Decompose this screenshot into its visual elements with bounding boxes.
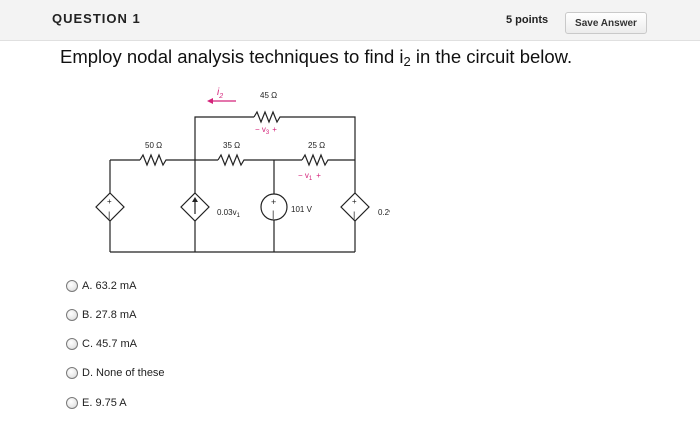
current-arrow-head <box>192 197 198 202</box>
answer-label: C. 45.7 mA <box>82 338 138 350</box>
label-v1: − v1+ <box>298 171 321 182</box>
resistor-50-zigzag <box>139 153 168 167</box>
label-45-ohm: 45 Ω <box>260 91 277 100</box>
minus-left: | <box>108 210 110 220</box>
answer-label: A. 63.2 mA <box>82 280 137 292</box>
plus-vsource: + <box>271 197 276 207</box>
question-text: Employ nodal analysis techniques to find… <box>60 46 572 69</box>
wire-top-right <box>282 116 356 160</box>
question-text-sub: 2 <box>403 54 411 69</box>
resistor-35-zigzag <box>217 153 246 167</box>
label-v3: − v3+ <box>255 125 277 136</box>
label-i2: i2 <box>217 87 223 100</box>
question-text-post: in the circuit below. <box>410 46 573 67</box>
radio-button[interactable] <box>66 397 78 409</box>
label-50-ohm: 50 Ω <box>145 141 162 150</box>
i2-arrow-head <box>207 98 213 104</box>
answer-option-b[interactable]: B. 27.8 mA <box>66 309 136 321</box>
answer-label: D. None of these <box>82 367 165 379</box>
wire-top-left <box>194 116 254 160</box>
question-header: QUESTION 1 5 points Save Answer <box>0 0 700 41</box>
resistor-45-zigzag <box>253 110 282 124</box>
circuit-diagram: 45 Ω 50 Ω 35 Ω 25 Ω i2 − v3+ − v1+ + | +… <box>95 87 390 253</box>
answer-option-c[interactable]: C. 45.7 mA <box>66 338 137 350</box>
dependent-voltage-source-left <box>95 192 125 222</box>
answer-option-a[interactable]: A. 63.2 mA <box>66 280 136 292</box>
radio-button[interactable] <box>66 309 78 321</box>
radio-button[interactable] <box>66 338 78 350</box>
label-35-ohm: 35 Ω <box>223 141 240 150</box>
label-25-ohm: 25 Ω <box>308 141 325 150</box>
answer-option-d[interactable]: D. None of these <box>66 367 165 379</box>
answer-label: E. 9.75 A <box>82 397 127 409</box>
minus-vsource: | <box>272 209 274 219</box>
plus-left: + <box>107 197 112 206</box>
question-text-pre: Employ nodal analysis techniques to find… <box>60 46 404 67</box>
answer-option-e[interactable]: E. 9.75 A <box>66 397 127 409</box>
radio-button[interactable] <box>66 367 78 379</box>
label-003v1: 0.03v1 <box>217 208 241 219</box>
save-answer-button[interactable]: Save Answer <box>565 12 647 34</box>
question-title: QUESTION 1 <box>52 11 141 26</box>
plus-right: + <box>352 197 357 206</box>
minus-right: | <box>353 210 355 220</box>
dependent-voltage-source-right <box>340 192 370 222</box>
independent-voltage-source <box>260 193 288 221</box>
points-label: 5 points <box>506 14 549 26</box>
radio-button[interactable] <box>66 280 78 292</box>
answer-label: B. 27.8 mA <box>82 309 137 321</box>
label-02v3: 0.2v3 <box>378 208 390 219</box>
label-101v: 101 V <box>291 205 313 214</box>
resistor-25-zigzag <box>301 153 330 167</box>
